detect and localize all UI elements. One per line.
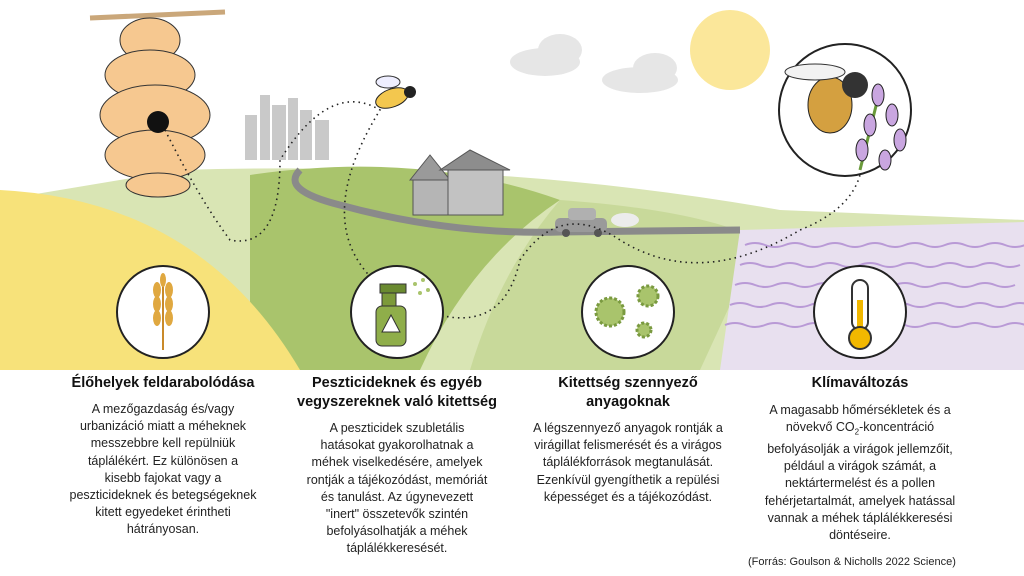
body-line: Ezenkívül gyengíthetik a repülési bbox=[536, 472, 720, 487]
bee-on-flower-illustration bbox=[778, 43, 912, 177]
section-title: Klímaváltozás bbox=[740, 374, 980, 393]
body-line: vannak a méhek táplálékkeresési bbox=[767, 510, 953, 525]
sun-icon bbox=[690, 10, 770, 90]
body-line: A magasabb hőmérsékletek és a bbox=[769, 403, 951, 417]
title-line: Élőhelyek feldarabolódása bbox=[71, 375, 255, 391]
body-line: messzebbre kell repülniük bbox=[90, 436, 236, 451]
body-line: és tanulást. Az úgynevezett bbox=[320, 489, 474, 504]
section-body: A peszticidek szubletális hatásokat gyak… bbox=[277, 420, 517, 558]
source-citation: (Forrás: Goulson & Nicholls 2022 Science… bbox=[748, 556, 956, 568]
section-body: A légszennyező anyagok rontják a virágil… bbox=[512, 420, 744, 506]
section-title: Peszticideknek és egyéb vegyszereknek va… bbox=[277, 374, 517, 412]
body-line: A peszticidek szubletális bbox=[329, 421, 465, 435]
car-icon bbox=[555, 208, 639, 237]
title-line: Klímaváltozás bbox=[811, 375, 909, 391]
section-pollutants: Kitettség szennyező anyagoknak A légszen… bbox=[512, 374, 744, 506]
title-line: anyagoknak bbox=[586, 394, 670, 410]
section-body: A mezőgazdaság és/vagy urbanizáció miatt… bbox=[53, 401, 273, 539]
body-line: táplálékforrások megtanulását. bbox=[542, 455, 714, 470]
cloud-icon bbox=[510, 34, 678, 93]
body-line: nektártermelést és a pollen bbox=[784, 476, 936, 491]
house-icon bbox=[408, 149, 511, 216]
body-line: befolyásolhatják a méhek bbox=[326, 524, 468, 539]
body-line: képességet és a tájékozódást. bbox=[543, 489, 713, 504]
body-line: hatásokat gyakorolhatnak a bbox=[320, 438, 474, 453]
body-line: táplálékért. Ez különösen a bbox=[87, 453, 239, 468]
body-line: A mezőgazdaság és/vagy bbox=[91, 402, 235, 416]
title-line: Kitettség szennyező bbox=[558, 375, 698, 391]
section-pesticides: Peszticideknek és egyéb vegyszereknek va… bbox=[277, 374, 517, 558]
body-line: hátrányosan. bbox=[126, 522, 200, 537]
body-line: méhek viselkedésére, amelyek bbox=[311, 455, 483, 470]
body-line: táplálékkeresését. bbox=[346, 541, 448, 556]
beehive-icon bbox=[89, 9, 226, 198]
pollutant-particles-icon bbox=[581, 265, 675, 359]
section-body: A magasabb hőmérsékletek és a növekvő CO… bbox=[740, 402, 980, 544]
body-line: kisebb fajokat vagy a bbox=[104, 470, 222, 485]
body-line: fehérjetartalmát, amelyek hatással bbox=[764, 493, 956, 508]
section-habitat-fragmentation: Élőhelyek feldarabolódása A mezőgazdaság… bbox=[53, 374, 273, 539]
road bbox=[291, 167, 741, 236]
co2-before: növekvő CO bbox=[785, 420, 855, 435]
title-line: Peszticideknek és egyéb bbox=[311, 375, 483, 391]
body-line: kitett egyedeket érintheti bbox=[95, 505, 231, 520]
spray-bottle-icon bbox=[350, 265, 444, 359]
section-title: Kitettség szennyező anyagoknak bbox=[512, 374, 744, 412]
body-line: "inert" összetevők szintén bbox=[325, 507, 469, 522]
city-skyline-icon bbox=[245, 95, 329, 160]
body-line: A légszennyező anyagok rontják a bbox=[533, 421, 723, 435]
landscape-illustration bbox=[0, 9, 1024, 370]
title-line: vegyszereknek való kitettség bbox=[297, 394, 497, 410]
body-line: például a virágok számát, a bbox=[783, 459, 937, 474]
body-line: befolyásolják a virágok jellemzőit, bbox=[767, 441, 953, 456]
thermometer-icon bbox=[813, 265, 907, 359]
wheat-icon bbox=[116, 265, 210, 359]
co2-subscript: 2 bbox=[854, 427, 860, 437]
bee-icon bbox=[375, 75, 416, 109]
body-line: virágillat felismerését és a virágos bbox=[534, 438, 722, 453]
body-line-co2: növekvő CO2-koncentráció bbox=[740, 419, 980, 441]
section-climate-change: Klímaváltozás A magasabb hőmérsékletek é… bbox=[740, 374, 980, 544]
body-line: rontják a tájékozódást, memóriát bbox=[306, 472, 488, 487]
body-line: döntéseire. bbox=[829, 527, 891, 542]
section-title: Élőhelyek feldarabolódása bbox=[53, 374, 273, 393]
co2-after: -koncentráció bbox=[859, 420, 935, 435]
body-line: urbanizáció miatt a méheknek bbox=[79, 419, 247, 434]
body-line: peszticideknek és betegségeknek bbox=[69, 488, 257, 503]
